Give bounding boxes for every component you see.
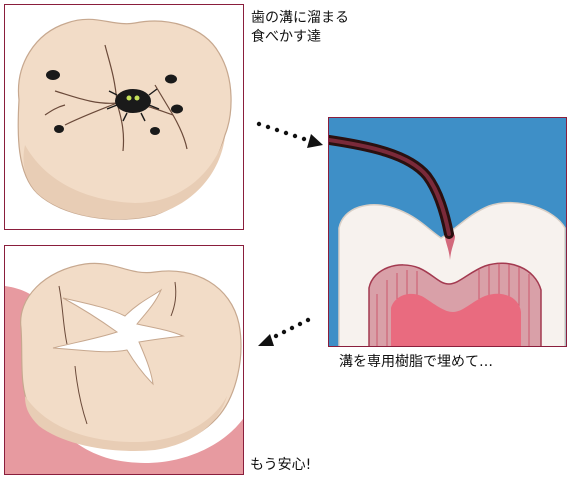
caption-sealant: 溝を専用樹脂で埋めて… <box>339 354 493 370</box>
caption-food-residue-line2: 食べかす達 <box>251 29 321 45</box>
caption-food-residue-line1: 歯の溝に溜まる <box>251 10 349 26</box>
germ-icon <box>106 88 160 122</box>
applicator-nozzle-icon <box>329 135 454 239</box>
caption-food-residue: 歯の溝に溜まる 食べかす達 <box>251 9 349 47</box>
tooth-germs-illustration <box>17 18 232 220</box>
panel-sealant-application <box>328 117 567 347</box>
tooth-side-shading <box>25 396 227 451</box>
sealed-groove-white <box>52 288 185 386</box>
pulp-inner <box>391 293 521 346</box>
dotted-arrow-down-left <box>258 317 311 346</box>
panel-tooth-with-germs <box>4 4 244 230</box>
dotted-arrow-right <box>256 121 323 148</box>
tooth-side-shading <box>23 137 225 220</box>
panel-sealed-tooth <box>4 245 244 475</box>
germ-icon-small <box>46 70 183 135</box>
sealant-illustration <box>329 118 566 346</box>
sealed-tooth-illustration <box>5 262 243 474</box>
caption-safe: もう安心! <box>250 457 312 473</box>
fissure-lines <box>58 281 177 425</box>
